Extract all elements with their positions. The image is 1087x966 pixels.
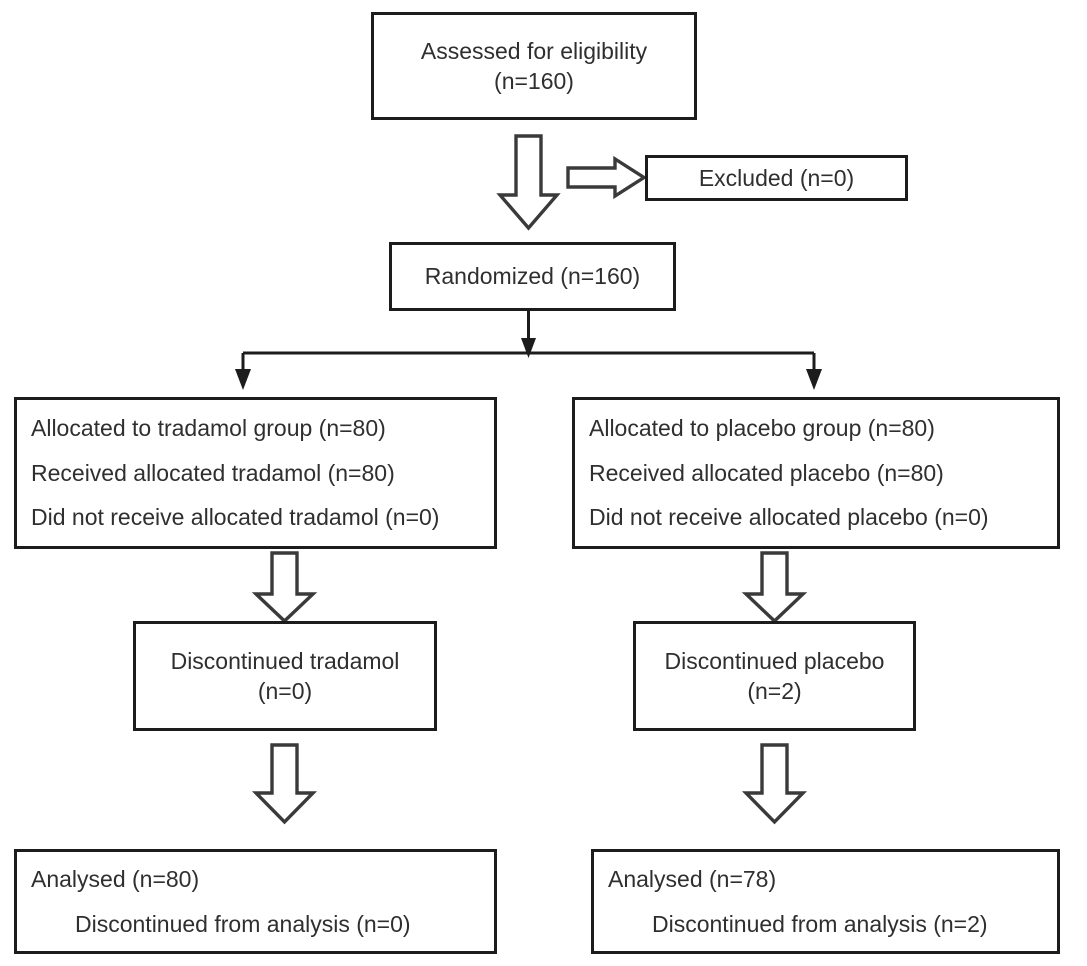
assessed-line-1: Assessed for eligibility [420,37,648,64]
discontinued-right-line-1: Discontinued placebo [664,647,885,674]
discontinued-left-line-1: Discontinued tradamol [170,647,400,674]
excluded-line-1: Excluded (n=0) [698,164,855,191]
node-randomized: Randomized (n=160) [389,242,676,311]
block-arrow-down-disc-left [251,743,318,825]
allocation-left-line-3: Did not receive allocated tradamol (n=0) [31,504,440,531]
randomized-split-connector [235,311,822,390]
node-excluded: Excluded (n=0) [645,155,908,201]
block-arrow-down-disc-right [741,743,808,825]
allocation-right-line-1: Allocated to placebo group (n=80) [589,415,935,442]
node-assessed-for-eligibility: Assessed for eligibility (n=160) [371,12,697,120]
discontinued-right-line-2: (n=2) [747,678,802,704]
block-arrow-down-alloc-right [741,551,808,624]
node-allocation-tradamol: Allocated to tradamol group (n=80) Recei… [14,397,497,549]
allocation-left-line-2: Received allocated tradamol (n=80) [31,459,395,486]
analysed-right-line-1: Analysed (n=78) [608,866,777,893]
analysed-left-line-1: Analysed (n=80) [31,866,200,893]
randomized-line-1: Randomized (n=160) [424,263,641,290]
analysed-left-line-2: Discontinued from analysis (n=0) [75,910,411,937]
allocation-right-line-2: Received allocated placebo (n=80) [589,459,944,486]
node-analysed-tradamol: Analysed (n=80) Discontinued from analys… [14,849,497,954]
block-arrow-right-to-excluded [566,155,648,200]
block-arrow-down-alloc-left [251,551,318,624]
allocation-left-line-1: Allocated to tradamol group (n=80) [31,415,386,442]
allocation-right-line-3: Did not receive allocated placebo (n=0) [589,504,989,531]
node-discontinued-placebo: Discontinued placebo (n=2) [633,621,916,731]
analysed-right-line-2: Discontinued from analysis (n=2) [652,910,988,937]
node-discontinued-tradamol: Discontinued tradamol (n=0) [133,621,437,731]
node-allocation-placebo: Allocated to placebo group (n=80) Receiv… [572,397,1060,549]
discontinued-left-line-2: (n=0) [257,678,313,704]
node-analysed-placebo: Analysed (n=78) Discontinued from analys… [591,849,1060,954]
assessed-line-2: (n=160) [494,68,574,94]
block-arrow-down-assessed-to-randomized [496,134,561,231]
